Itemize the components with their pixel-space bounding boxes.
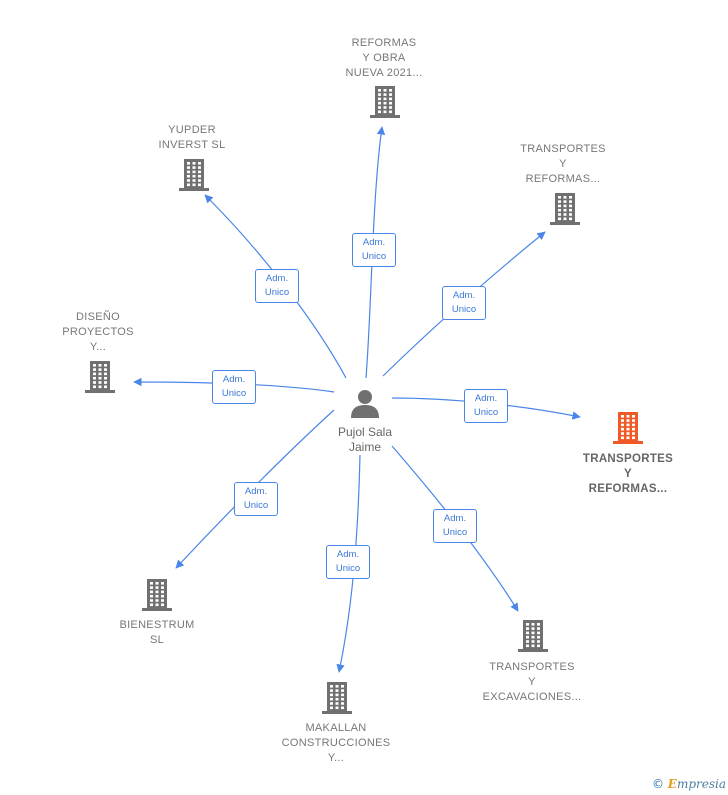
company-name-line: REFORMAS bbox=[351, 37, 417, 49]
relation-role-line2: Unico bbox=[335, 563, 361, 574]
company-name-line: MAKALLAN bbox=[305, 722, 367, 734]
company-name-line: Y bbox=[528, 676, 536, 688]
company-name-line: DISEÑO bbox=[76, 311, 120, 323]
company-node[interactable]: DISEÑO PROYECTOS Y... bbox=[28, 310, 168, 355]
relation-role-line1: Adm. bbox=[452, 290, 476, 301]
company-node[interactable]: TRANSPORTES Y REFORMAS... bbox=[493, 142, 633, 187]
building-icon bbox=[370, 86, 400, 118]
relation-role-line1: Adm. bbox=[474, 393, 498, 404]
empresia-brand[interactable]: © Empresia bbox=[652, 777, 726, 791]
person-node-pujol-sala-jaime[interactable]: Pujol Sala Jaime bbox=[325, 388, 405, 455]
company-building[interactable] bbox=[517, 619, 549, 658]
company-name-line: Y OBRA bbox=[362, 52, 406, 64]
relation-role-line1: Adm. bbox=[244, 486, 268, 497]
company-name-line: BIENESTRUM bbox=[119, 619, 195, 631]
building-icon bbox=[518, 620, 548, 652]
relation-role-line2: Unico bbox=[361, 251, 387, 262]
company-name-line: PROYECTOS bbox=[62, 326, 134, 338]
brand-name: mpresia bbox=[676, 777, 726, 791]
relation-badge[interactable]: Adm. Unico bbox=[326, 545, 370, 579]
relation-role-line2: Unico bbox=[243, 500, 269, 511]
company-node[interactable]: YUPDER INVERST SL bbox=[122, 123, 262, 153]
relation-role-line1: Adm. bbox=[362, 237, 386, 248]
company-name-line: YUPDER bbox=[168, 124, 216, 136]
relation-badge[interactable]: Adm. Unico bbox=[433, 509, 477, 543]
company-name-line: Y... bbox=[327, 752, 345, 764]
relation-role-line2: Unico bbox=[442, 527, 468, 538]
relation-role-line1: Adm. bbox=[265, 273, 289, 284]
relation-badge[interactable]: Adm. Unico bbox=[234, 482, 278, 516]
company-building[interactable] bbox=[369, 85, 401, 124]
company-building[interactable] bbox=[612, 411, 644, 450]
building-icon bbox=[322, 682, 352, 714]
company-name-line: CONSTRUCCIONES bbox=[281, 737, 391, 749]
relation-badge[interactable]: Adm. Unico bbox=[464, 389, 508, 423]
relation-role-line1: Adm. bbox=[336, 549, 360, 560]
company-node[interactable]: MAKALLAN CONSTRUCCIONES Y... bbox=[266, 721, 406, 766]
company-name-line: NUEVA 2021... bbox=[345, 67, 423, 79]
company-node[interactable]: TRANSPORTES Y EXCAVACIONES... bbox=[462, 660, 602, 705]
company-node[interactable]: BIENESTRUM SL bbox=[87, 618, 227, 648]
company-name-line: TRANSPORTES bbox=[582, 453, 674, 465]
company-name-line: TRANSPORTES bbox=[489, 661, 575, 673]
relation-role-line1: Adm. bbox=[222, 374, 246, 385]
building-icon bbox=[550, 193, 580, 225]
company-name-line: INVERST SL bbox=[158, 139, 226, 151]
company-name-line: SL bbox=[149, 634, 165, 646]
company-name-line: Y bbox=[624, 468, 632, 480]
relation-badge[interactable]: Adm. Unico bbox=[352, 233, 396, 267]
person-name-line2: Jaime bbox=[348, 440, 381, 454]
copyright-symbol: © bbox=[651, 777, 664, 791]
company-name-line: REFORMAS... bbox=[588, 483, 668, 495]
building-icon bbox=[142, 579, 172, 611]
person-name-line1: Pujol Sala bbox=[337, 425, 393, 439]
relation-role-line2: Unico bbox=[221, 388, 247, 399]
brand-initial: E bbox=[667, 777, 677, 791]
building-icon bbox=[613, 412, 643, 444]
company-name-line: Y bbox=[559, 158, 567, 170]
company-name-line: EXCAVACIONES... bbox=[482, 691, 582, 703]
company-building[interactable] bbox=[178, 158, 210, 197]
relation-role-line2: Unico bbox=[473, 407, 499, 418]
person-icon bbox=[351, 390, 379, 418]
company-building[interactable] bbox=[549, 192, 581, 231]
company-node[interactable]: REFORMAS Y OBRA NUEVA 2021... bbox=[314, 36, 454, 81]
relation-badge[interactable]: Adm. Unico bbox=[442, 286, 486, 320]
company-name-line: REFORMAS... bbox=[525, 173, 601, 185]
company-building[interactable] bbox=[84, 360, 116, 399]
building-icon bbox=[179, 159, 209, 191]
company-building[interactable] bbox=[141, 578, 173, 617]
company-name-line: Y... bbox=[89, 341, 107, 353]
relation-role-line1: Adm. bbox=[443, 513, 467, 524]
relation-role-line2: Unico bbox=[451, 304, 477, 315]
company-name-line: TRANSPORTES bbox=[520, 143, 606, 155]
relation-badge[interactable]: Adm. Unico bbox=[212, 370, 256, 404]
company-node[interactable]: TRANSPORTES Y REFORMAS... bbox=[558, 452, 698, 497]
company-building[interactable] bbox=[321, 681, 353, 720]
building-icon bbox=[85, 361, 115, 393]
relation-role-line2: Unico bbox=[264, 287, 290, 298]
relation-badge[interactable]: Adm. Unico bbox=[255, 269, 299, 303]
